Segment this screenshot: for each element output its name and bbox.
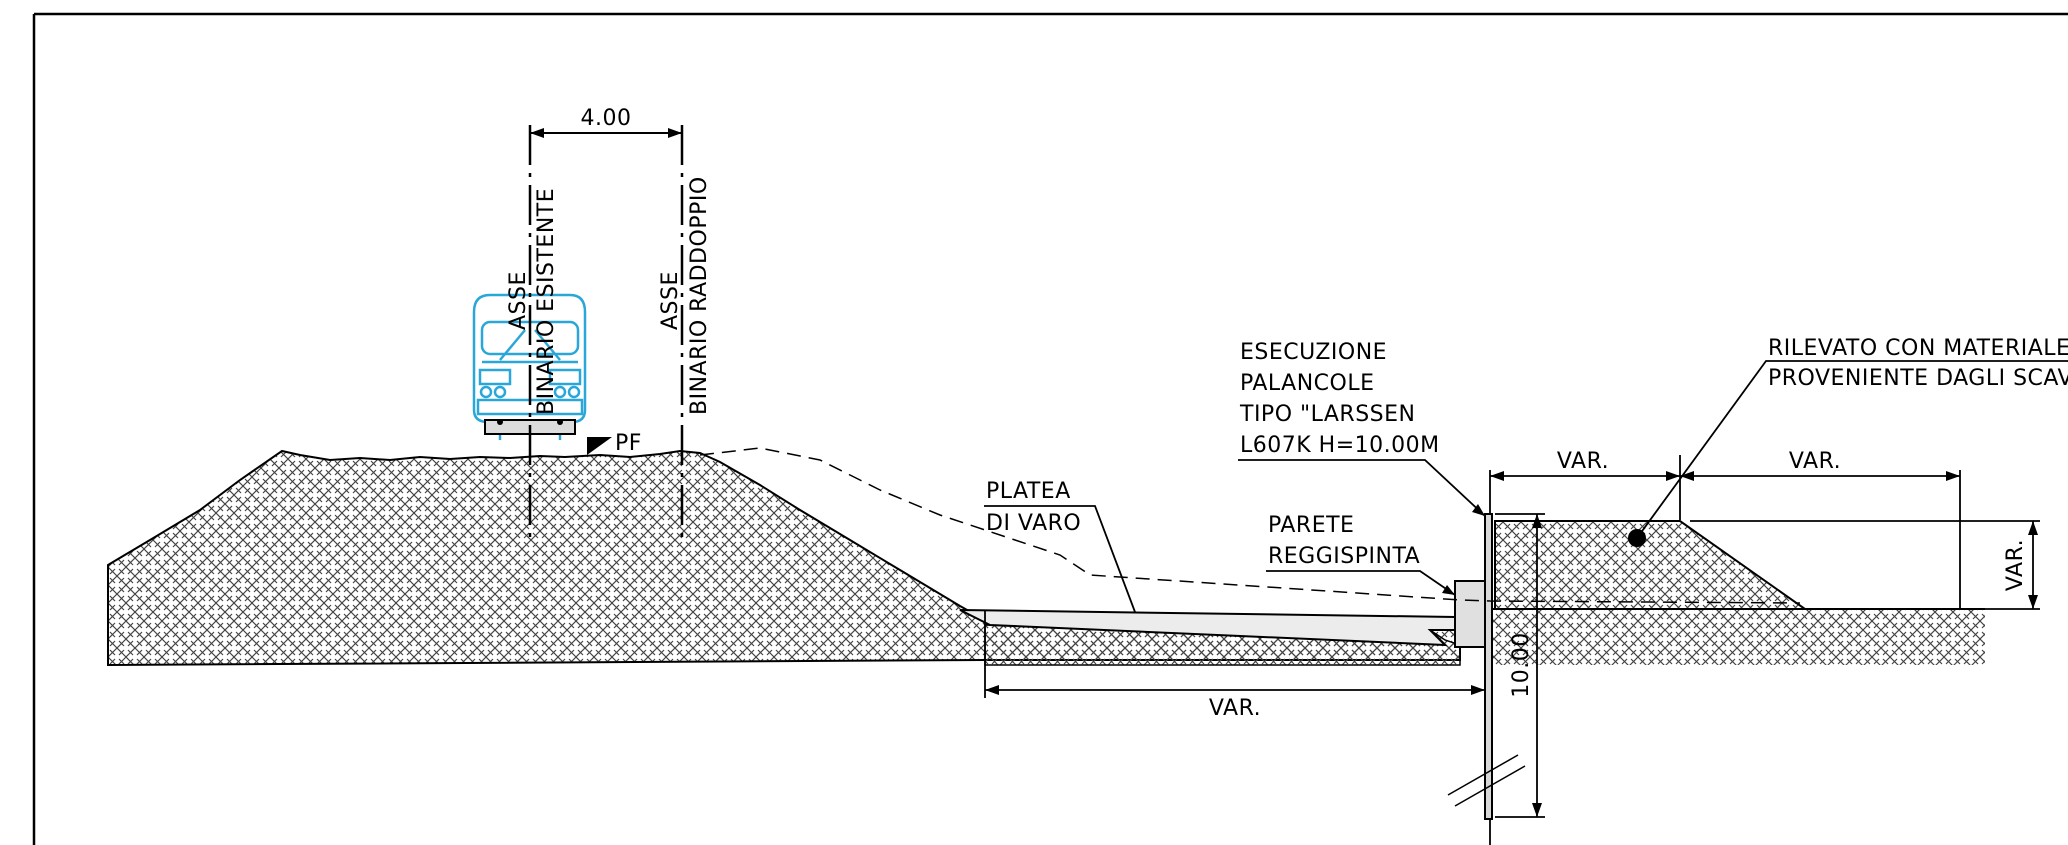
esecuzione-label-2: PALANCOLE [1240, 371, 1375, 396]
var-platform-label: VAR. [1209, 696, 1261, 721]
sheet-pile [1484, 513, 1493, 820]
right-ground [1490, 609, 1985, 665]
dimension-var-top: VAR. VAR. [1489, 449, 1961, 609]
esecuzione-label-1: ESECUZIONE [1240, 340, 1387, 365]
dimension-var-platform: VAR. [984, 610, 1485, 721]
parete-reggispinta [1454, 580, 1488, 648]
dimension-pile-depth: 10.00 [1489, 513, 1545, 845]
rilevato-label-1: RILEVATO CON MATERIALE [1768, 336, 2068, 361]
parete-label-2: REGGISPINTA [1268, 544, 1420, 569]
asse-existing-label-2: BINARIO ESISTENTE [534, 188, 559, 415]
pf-marker [587, 437, 612, 455]
dashed-profile [699, 447, 1801, 604]
pile-depth-label: 10.00 [1509, 632, 1534, 697]
var-top-right-label: VAR. [1789, 449, 1841, 474]
asse-double-label-1: ASSE [658, 271, 683, 330]
rilevato-embankment [1494, 520, 1809, 610]
rilevato-label-2: PROVENIENTE DAGLI SCAVI [1768, 366, 2068, 391]
rilevato-dot [1628, 529, 1646, 547]
parete-leader [1266, 570, 1456, 596]
dimension-var-height: VAR. [1690, 520, 2040, 610]
esecuzione-leader [1238, 459, 1486, 517]
asse-double-label-2: BINARIO RADDOPPIO [687, 176, 712, 415]
platea-leader [984, 505, 1136, 613]
platea-label-2: DI VARO [986, 511, 1081, 536]
pile-break-lines [1447, 754, 1526, 807]
esecuzione-label-4: L607K H=10.00M [1240, 433, 1440, 458]
drawing-frame [32, 12, 2068, 845]
var-top-left-label: VAR. [1557, 449, 1609, 474]
track-spacing-value: 4.00 [581, 106, 632, 131]
parete-label-1: PARETE [1268, 513, 1354, 538]
dimension-track-spacing: 4.00 [530, 106, 682, 138]
esecuzione-label-3: TIPO "LARSSEN [1239, 402, 1416, 427]
pf-label: PF [615, 431, 642, 456]
asse-existing-label-1: ASSE [506, 271, 531, 330]
var-height-label: VAR. [2003, 539, 2028, 591]
platea-label-1: PLATEA [986, 479, 1071, 504]
